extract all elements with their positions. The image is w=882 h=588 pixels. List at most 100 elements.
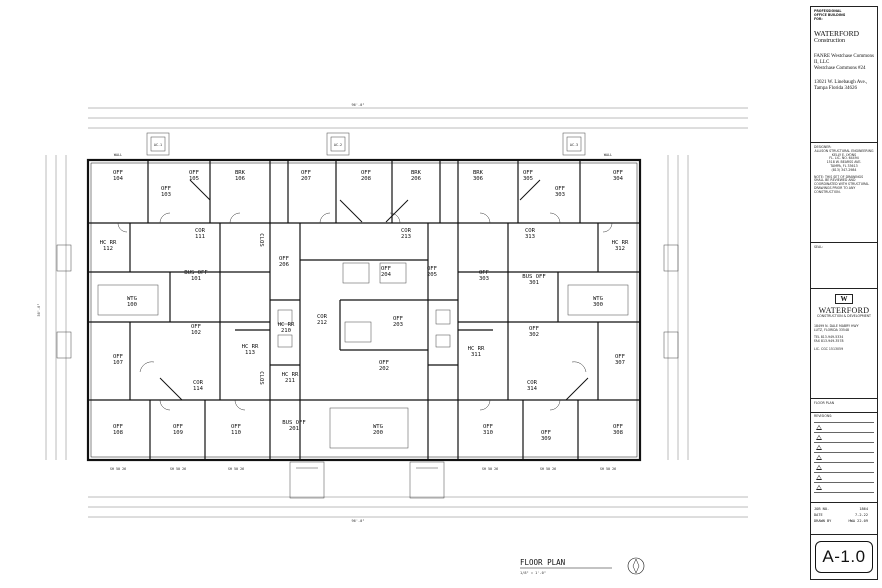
seal-label: SEAL:: [814, 245, 824, 249]
rooms-lower: OFF 107 COR 114 OFF 108 OFF 109 OFF 110 …: [113, 354, 626, 442]
room-number: 314: [527, 386, 538, 392]
job-number: 1864: [859, 507, 868, 511]
plan-scale: 1/8" = 1'-0": [520, 571, 546, 575]
room-number: 204: [381, 272, 392, 278]
room-number: 201: [289, 426, 299, 432]
sheet-number: A-1.0: [815, 541, 873, 573]
room-number: 102: [191, 330, 201, 336]
room-number: 300: [593, 302, 603, 308]
sheet-name-text: FLOOR PLAN: [814, 401, 835, 405]
room-number: 109: [173, 430, 183, 436]
revision-row: [814, 453, 874, 463]
room-label: OFF: [361, 170, 372, 176]
room-number: 213: [401, 234, 411, 240]
room-label: COR: [401, 228, 412, 234]
room-label: BRK: [411, 170, 422, 176]
room-number: 104: [113, 176, 124, 182]
logo-subtitle: CONSTRUCTION & DEVELOPMENT: [816, 314, 871, 318]
room-number: 111: [195, 234, 205, 240]
room-number: 103: [161, 192, 171, 198]
logo-phone-line: TEL 813-949-5334: [814, 335, 844, 340]
engineer-info: DESIGNER: ALLISON STRUCTURAL ENGINEERING…: [811, 143, 877, 243]
company-name: WATERFORD: [814, 29, 860, 39]
revision-triangle-icon: [816, 475, 822, 480]
room-label: OFF: [523, 170, 534, 176]
room-label: WTG: [373, 424, 384, 430]
room-label: OFF: [161, 186, 172, 192]
room-label: OFF: [191, 324, 202, 330]
logo-license: LIC. CGC 1513059: [814, 346, 844, 351]
seal-area: SEAL:: [811, 243, 877, 289]
room-label: HC RR: [612, 240, 629, 246]
room-number: 114: [193, 386, 204, 392]
revision-row: [814, 473, 874, 483]
rooms-upper: OFF 104 OFF 105 BRK 106 OFF 207 OFF 208 …: [113, 170, 624, 198]
room-number: 303: [555, 192, 565, 198]
room-number: 311: [471, 352, 481, 358]
bottom-dimension-strings: 96'-0": [88, 496, 748, 523]
room-label: OFF: [529, 326, 540, 332]
room-number: 107: [113, 360, 123, 366]
logo-name: WATERFORD: [818, 306, 870, 315]
angled-walls: [159, 179, 589, 401]
room-label: BUS OFF: [184, 270, 208, 276]
room-label: OFF: [113, 424, 124, 430]
room-number: 303: [479, 276, 489, 282]
room-label: COR: [193, 380, 204, 386]
room-number: 110: [231, 430, 241, 436]
room-number: 301: [529, 280, 539, 286]
engineer-firm: ALLISON STRUCTURAL ENGINEERING: [814, 148, 874, 153]
plan-title: FLOOR PLAN 1/8" = 1'-0": [520, 557, 645, 575]
project-name: Westchase Commons #24: [814, 66, 866, 72]
room-number: 203: [393, 322, 403, 328]
room-label: BRK: [235, 170, 246, 176]
room-number: 206: [411, 176, 421, 182]
window-tags: SH 50 26 SH 50 26 SH 50 26 SH 50 26 SH 5…: [110, 153, 616, 471]
engineer-header: DESIGNER:: [814, 145, 832, 149]
room-label: OFF: [393, 316, 404, 322]
room-label: HC RR: [278, 322, 295, 328]
revision-row: [814, 443, 874, 453]
logo-address-line: 18499 N. DALE MABRY HWY: [814, 323, 859, 328]
interior-walls: [88, 160, 640, 460]
room-number: 207: [301, 176, 311, 182]
room-number: 200: [373, 430, 383, 436]
sheet-name: FLOOR PLAN: [811, 399, 877, 413]
revision-row: [814, 433, 874, 443]
window-tag: SH 50 26: [482, 467, 498, 471]
revision-triangle-icon: [816, 425, 822, 430]
revisions-header: REVISIONS:: [814, 414, 874, 423]
door-swings: [117, 212, 613, 411]
room-number: 211: [285, 378, 295, 384]
room-label: COR: [527, 380, 538, 386]
room-label: OFF: [613, 170, 624, 176]
logo-phone-line: FAX 813-949-3578: [814, 339, 844, 344]
room-number: 313: [525, 234, 535, 240]
room-number: 307: [615, 360, 625, 366]
room-number: 206: [279, 262, 289, 268]
revision-triangle-icon: [816, 465, 822, 470]
room-label: OFF: [113, 170, 124, 176]
overall-dimension: 96'-0": [352, 103, 365, 107]
revisions-table: REVISIONS:: [811, 413, 877, 503]
engineer-person: KELLY E. LYONS: [831, 152, 857, 157]
room-label: OFF: [173, 424, 184, 430]
revision-row: [814, 483, 874, 493]
top-dimension-strings: 96'-0": [88, 103, 748, 129]
logo-address-line: LUTZ, FLORIDA 33548: [814, 327, 849, 332]
project-type: PROFESSIONAL OFFICE BUILDING FOR:: [814, 9, 846, 21]
company-subtitle: Construction: [814, 38, 845, 45]
sheet-number-box: A-1.0: [811, 535, 877, 579]
room-number: 310: [483, 430, 493, 436]
engineer-line: (813) 347-2984: [831, 167, 857, 172]
owner-name: FANRE Westchase Commons II, LLC: [814, 54, 874, 66]
room-number: 101: [191, 276, 201, 282]
room-number: 108: [113, 430, 124, 436]
revision-triangle-icon: [816, 435, 822, 440]
room-label: BRK: [473, 170, 484, 176]
room-label: OFF: [427, 266, 438, 272]
